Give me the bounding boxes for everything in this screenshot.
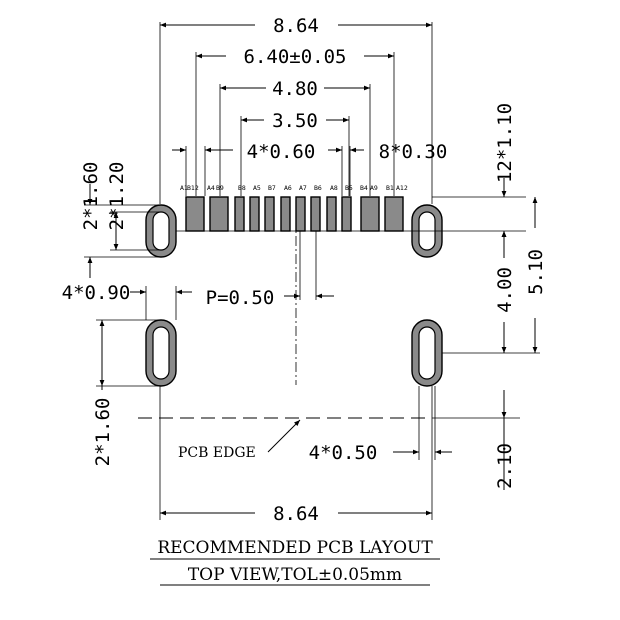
- dim-pitch-rows: 4.00: [494, 231, 516, 353]
- wide-pad-width-label: 4*0.60: [247, 141, 316, 163]
- pad-narrow: [280, 196, 291, 232]
- pin-label: B1: [386, 184, 394, 192]
- dim-span-b: 3.50: [240, 110, 350, 196]
- span-a-label: 4.80: [272, 78, 318, 100]
- dim-edge-distance: 2.10: [432, 390, 520, 490]
- pin-labels: A1 B12 A4 B9 B8 A5 B7 A6 A7 B6 A8 B5 B4 …: [180, 184, 408, 192]
- pitch-rows-label: 4.00: [494, 267, 516, 313]
- rear-slot-right: [411, 319, 443, 387]
- dim-rear-slot-width: 4*0.90: [62, 282, 192, 320]
- dim-pad-widths: 4*0.60 8*0.30: [172, 141, 447, 196]
- pin-label: B12: [187, 184, 199, 192]
- pin-label: A5: [253, 184, 261, 192]
- pcb-edge-callout: PCB EDGE: [178, 419, 301, 461]
- pin-label: A4: [207, 184, 215, 192]
- pin-label: A7: [299, 184, 307, 192]
- pad-narrow: [264, 196, 275, 232]
- subtitle-label: TOP VIEW,TOL±0.05mm: [188, 565, 402, 585]
- pad-length-label: 12*1.10: [494, 103, 516, 183]
- pin-label: B5: [345, 184, 353, 192]
- pad-narrow: [295, 196, 306, 232]
- pad-narrow: [234, 196, 245, 232]
- rear-slot-left: [145, 319, 177, 387]
- dim-overall-bottom: 8.64: [159, 386, 433, 525]
- pin-label: B8: [238, 184, 246, 192]
- front-slot-left: [145, 204, 177, 258]
- span-b-label: 3.50: [272, 110, 318, 132]
- front-slot-length-label: 2*1.60: [80, 162, 102, 231]
- overall-bottom-label: 8.64: [273, 503, 319, 525]
- pin-label: A1: [180, 184, 188, 192]
- dim-front-slot-straight: 2*1.20: [106, 162, 160, 251]
- rear-slot-length-label: 2*1.60: [92, 398, 114, 467]
- pad-wide: [384, 196, 404, 232]
- edge-distance-label: 2.10: [494, 443, 516, 489]
- pin-label: A6: [284, 184, 292, 192]
- pad-wide: [185, 196, 205, 232]
- smd-pads: [185, 196, 404, 232]
- dim-rear-slot-length: 2*1.60: [92, 319, 160, 467]
- pad-span-label: 6.40±0.05: [244, 46, 347, 68]
- overall-top-label: 8.64: [273, 15, 319, 37]
- dim-pad-length: 12*1.10: [494, 103, 516, 252]
- pad-narrow: [310, 196, 321, 232]
- pin-label: A8: [330, 184, 338, 192]
- narrow-pad-width-label: 8*0.30: [379, 141, 448, 163]
- pitch-label: P=0.50: [206, 287, 275, 309]
- pcb-edge-label: PCB EDGE: [178, 445, 256, 461]
- pin-label: A12: [396, 184, 408, 192]
- slot-width-label: 4*0.50: [309, 442, 378, 464]
- pad-narrow: [249, 196, 260, 232]
- drawing-title: RECOMMENDED PCB LAYOUT TOP VIEW,TOL±0.05…: [150, 538, 440, 586]
- title-label: RECOMMENDED PCB LAYOUT: [157, 538, 433, 558]
- dim-slot-width: 4*0.50: [309, 386, 452, 464]
- pad-narrow: [326, 196, 337, 232]
- pin-label: B9: [216, 184, 224, 192]
- pad-wide: [209, 196, 229, 232]
- dim-overall-top: 8.64: [159, 15, 433, 204]
- dim-pitch-total: 5.10: [525, 197, 547, 353]
- pitch-total-label: 5.10: [525, 249, 547, 295]
- dim-pitch: P=0.50: [206, 231, 334, 309]
- dim-span-a: 4.80: [219, 78, 371, 196]
- pad-narrow: [341, 196, 352, 232]
- front-slot-straight-label: 2*1.20: [106, 162, 128, 231]
- pin-label: B6: [314, 184, 322, 192]
- rear-slot-width-label: 4*0.90: [62, 282, 131, 304]
- pin-label: B4: [360, 184, 368, 192]
- pin-label: B7: [268, 184, 276, 192]
- dim-front-slot-length: 2*1.60: [80, 162, 160, 278]
- pad-wide: [360, 196, 380, 232]
- pin-label: A9: [370, 184, 378, 192]
- dim-pad-span: 6.40±0.05: [195, 46, 395, 196]
